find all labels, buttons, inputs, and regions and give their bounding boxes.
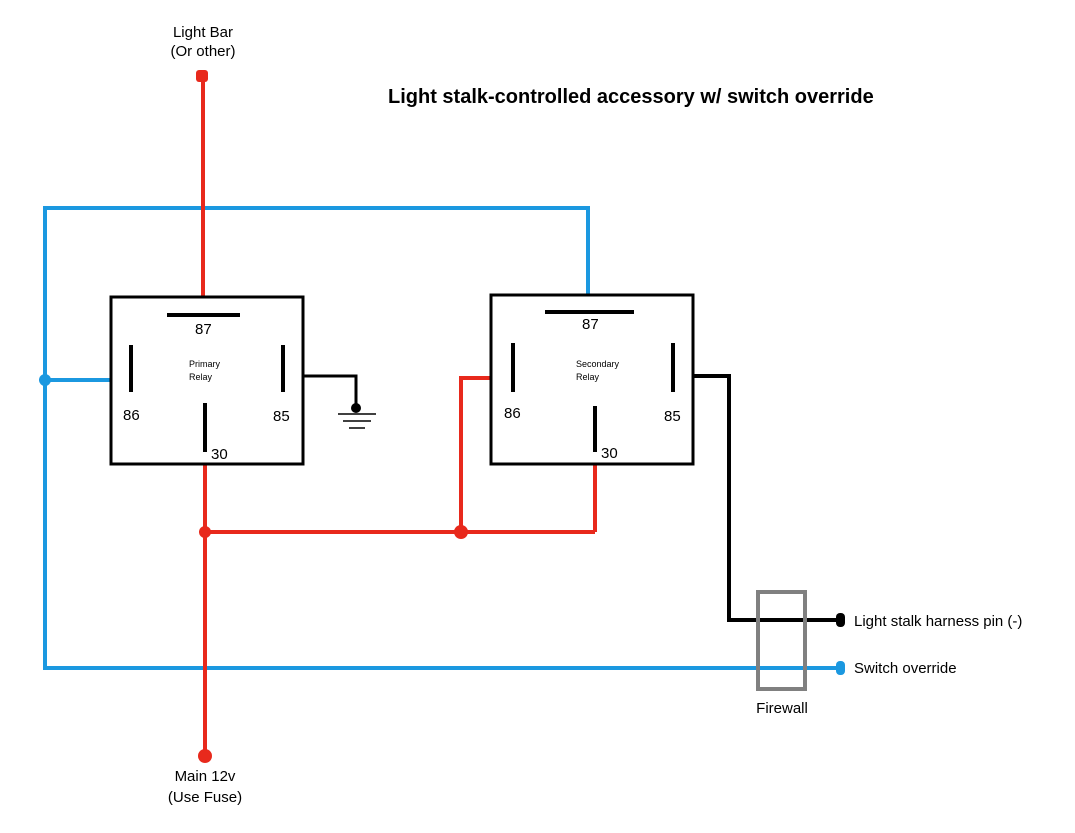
harness-pin-terminal (836, 613, 845, 627)
secondary-relay: 87 86 85 30 Secondary Relay (489, 293, 695, 466)
primary-relay-name-line2: Relay (189, 372, 213, 382)
harness-pin-label: Light stalk harness pin (-) (854, 613, 1022, 630)
primary-pin85-label: 85 (273, 408, 290, 425)
harness-wire (693, 374, 840, 622)
switch-override-wire (43, 206, 840, 670)
primary-relay: 87 86 85 30 Primary Relay (109, 295, 305, 466)
primary-pin86-label: 86 (123, 407, 140, 424)
light-bar-terminal (196, 70, 208, 82)
light-bar-label-line2: (Or other) (170, 43, 235, 60)
power-junction-secondary (454, 525, 468, 539)
light-bar-label-line1: Light Bar (173, 24, 233, 41)
primary-relay-name-line1: Primary (189, 359, 220, 369)
secondary-pin86-label: 86 (504, 405, 521, 422)
power-wire (201, 75, 597, 755)
secondary-relay-name-line1: Secondary (576, 359, 620, 369)
secondary-pin85-label: 85 (664, 408, 681, 425)
secondary-relay-name-line2: Relay (576, 372, 600, 382)
secondary-pin30-label: 30 (601, 445, 618, 462)
main-12v-label-line2: (Use Fuse) (168, 789, 242, 806)
ground-icon (351, 403, 361, 413)
power-junction-primary (199, 526, 211, 538)
secondary-pin87-label: 87 (582, 316, 599, 333)
switch-override-label: Switch override (854, 660, 957, 677)
main-12v-terminal (198, 749, 212, 763)
firewall-label: Firewall (756, 700, 808, 717)
diagram-title: Light stalk-controlled accessory w/ swit… (388, 86, 874, 108)
primary-pin87-label: 87 (195, 321, 212, 338)
primary-pin30-label: 30 (211, 446, 228, 463)
switch-override-terminal (836, 661, 845, 675)
ground-wire (303, 374, 376, 429)
main-12v-label-line1: Main 12v (175, 768, 236, 785)
switch-wire-junction (39, 374, 51, 386)
firewall-box (756, 590, 807, 691)
secondary-relay-body (489, 293, 695, 466)
